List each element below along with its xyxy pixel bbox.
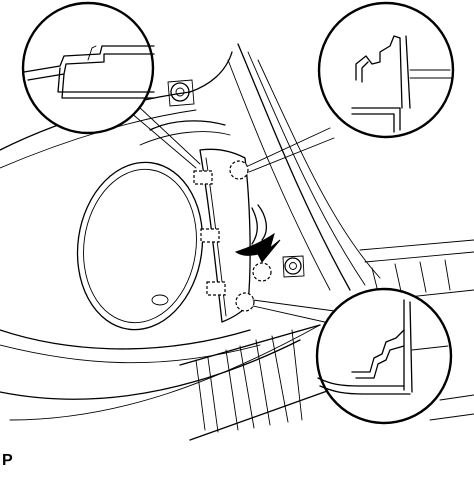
trim-panel (193, 148, 272, 323)
panel-clip-2 (252, 262, 272, 282)
speaker-opening (76, 161, 204, 331)
panel-tab-3 (206, 281, 226, 296)
figure-code: P (2, 452, 13, 469)
panel-tab-2 (200, 228, 220, 243)
grommet-lower (282, 255, 305, 278)
panel-clip-3 (235, 292, 255, 312)
detail-callout-tab (21, 1, 155, 135)
detail-callout-clip-lower (315, 287, 453, 425)
leader-lines (129, 105, 343, 326)
detail-callout-clip-upper (317, 1, 455, 139)
curved-arrow-icon (234, 204, 281, 263)
body-structure (0, 43, 474, 441)
panel-tab-1 (193, 170, 213, 185)
grommet-upper (167, 79, 195, 107)
panel-clip-1 (229, 160, 249, 180)
